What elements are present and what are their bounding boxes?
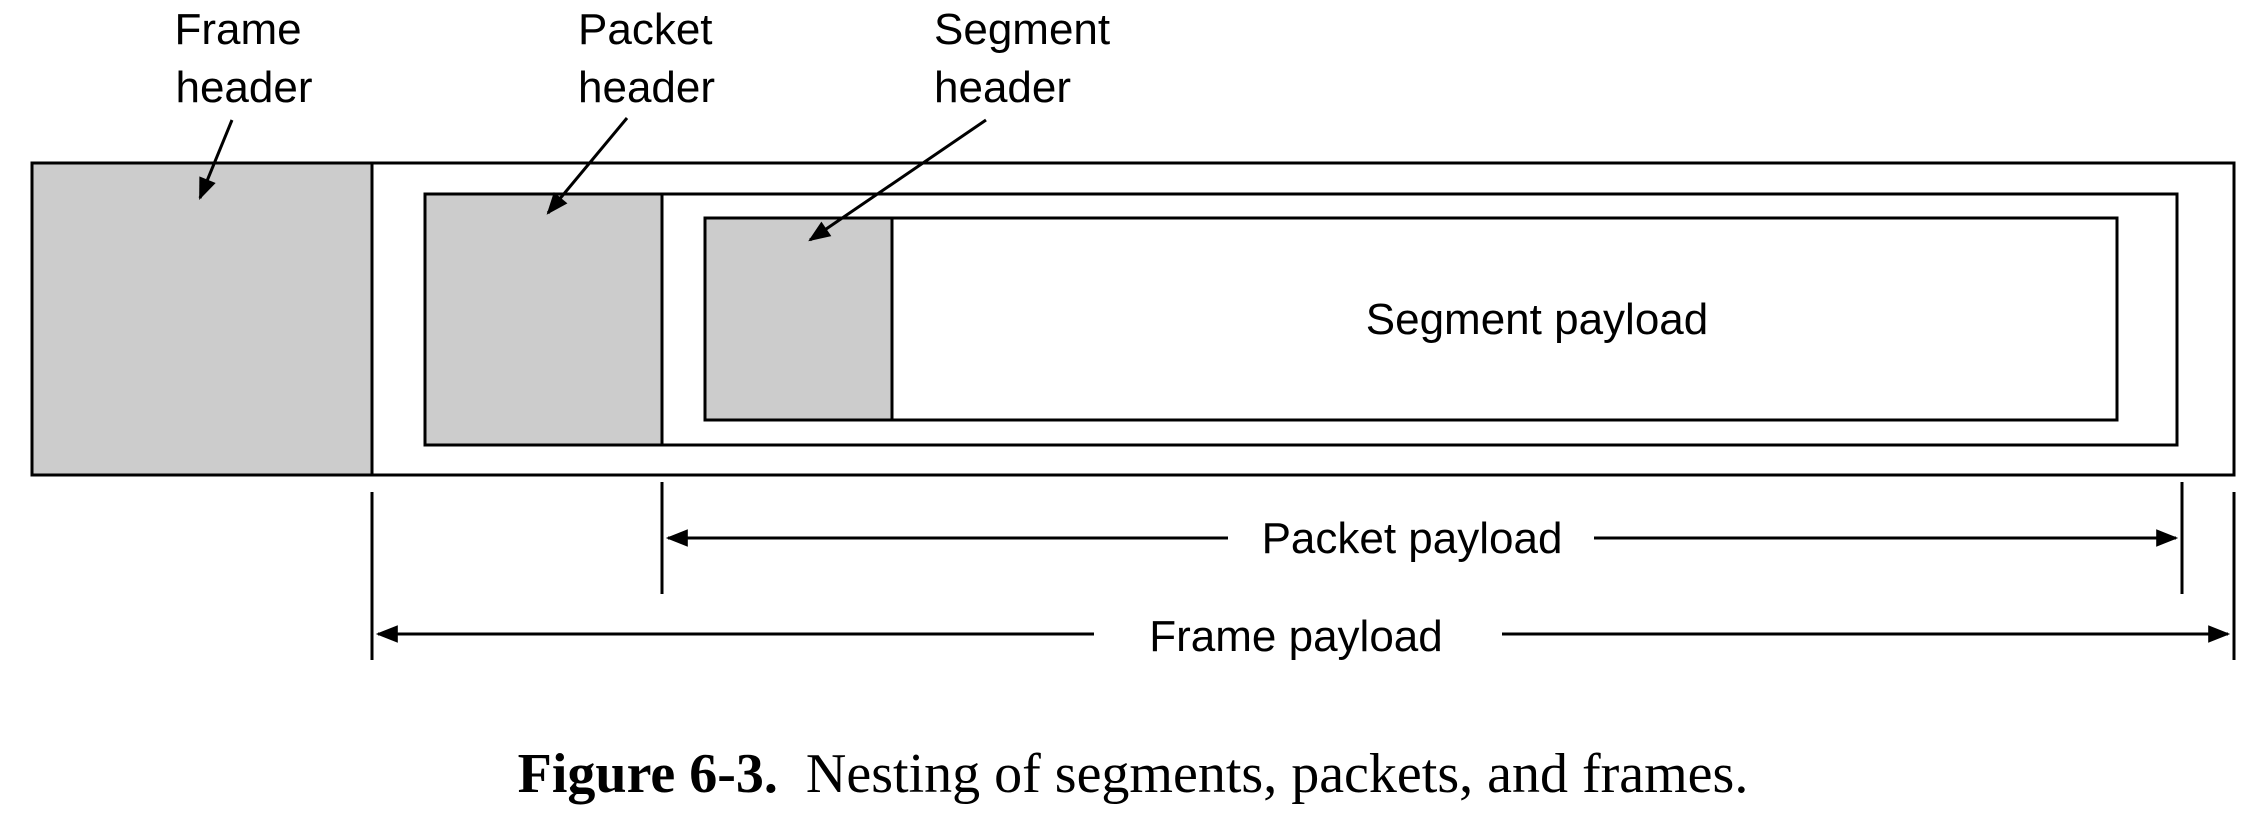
- segment-header-box: [703, 216, 894, 422]
- segment-payload-label: Segment payload: [1366, 295, 1708, 344]
- caption-gap: [778, 743, 806, 805]
- segment-header-arrow: [808, 118, 987, 242]
- segment-box: [703, 216, 2119, 422]
- figure-caption: Figure 6-3. Nesting of segments, packets…: [0, 742, 2266, 806]
- frame-header-label-line2: header: [175, 63, 312, 112]
- packet-header-label-line1: Packet: [578, 5, 713, 54]
- segment-header-label-line1: Segment: [934, 5, 1110, 54]
- figure-number: Figure 6-3.: [517, 743, 778, 805]
- frame-header-box: [30, 161, 374, 477]
- packet-header-label-line2: header: [578, 63, 715, 112]
- packet-payload-label: Packet payload: [1262, 514, 1563, 563]
- frame-payload-label: Frame payload: [1149, 612, 1442, 661]
- figure-caption-text: Nesting of segments, packets, and frames…: [805, 743, 1749, 805]
- packet-header-box: [423, 192, 664, 447]
- packet-header-arrow: [546, 117, 629, 215]
- frame-header-arrow: [198, 119, 234, 201]
- segment-header-label-line2: header: [934, 63, 1071, 112]
- frame-header-label-line1: Frame: [174, 5, 301, 54]
